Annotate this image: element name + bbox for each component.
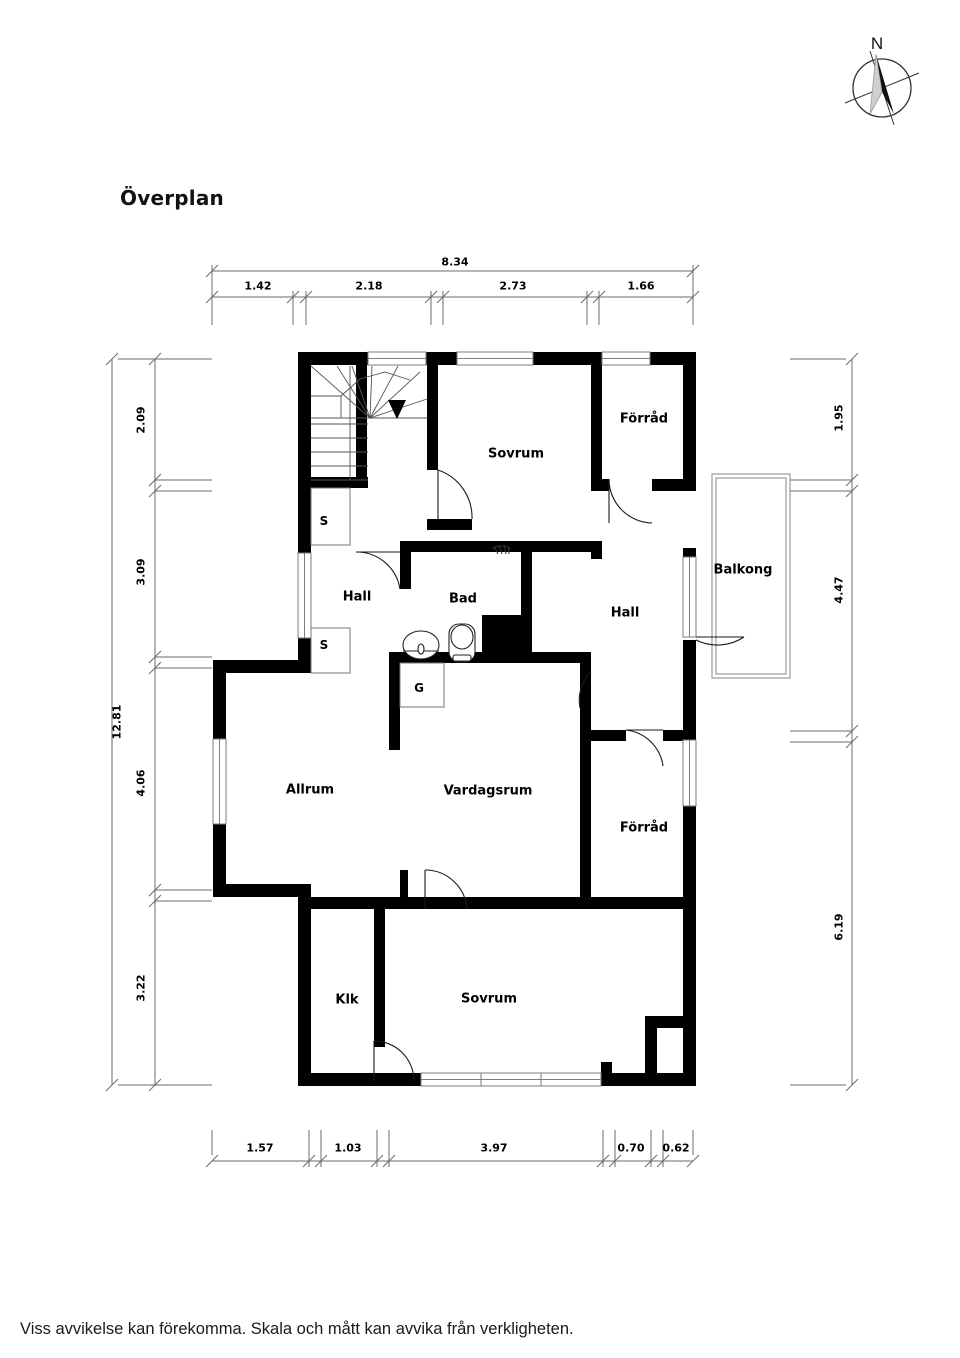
- dim-bottom-seg-3: 3.97: [480, 1141, 508, 1155]
- right-dimension-lines: [790, 352, 859, 1092]
- left-dimension-lines: [105, 352, 212, 1092]
- room-label-stair-closet-lower: S: [319, 638, 329, 652]
- room-label-hall-upper-left: Hall: [342, 589, 372, 605]
- dim-top-seg-1: 1.42: [244, 279, 272, 293]
- room-label-balcony: Balkong: [713, 562, 773, 578]
- balcony-outline: [711, 473, 791, 679]
- door-swings: [355, 469, 745, 1082]
- room-label-family-room: Allrum: [285, 782, 335, 798]
- room-label-bathroom: Bad: [449, 591, 477, 607]
- room-label-hall-right: Hall: [610, 605, 640, 621]
- dim-top-total: 8.34: [441, 255, 469, 269]
- dim-top-seg-2: 2.18: [355, 279, 383, 293]
- dim-bottom-seg-1: 1.57: [246, 1141, 274, 1155]
- dim-top-seg-3: 2.73: [499, 279, 527, 293]
- room-label-living-room: Vardagsrum: [443, 783, 533, 799]
- dim-left-seg-4: 3.22: [134, 974, 148, 1002]
- room-label-stair-closet-upper: S: [319, 514, 329, 528]
- dim-bottom-seg-5: 0.62: [662, 1141, 690, 1155]
- room-label-walk-in-closet: Klk: [335, 992, 359, 1008]
- room-label-bedroom-upper: Sovrum: [488, 446, 544, 462]
- dim-bottom-seg-4: 0.70: [617, 1141, 645, 1155]
- dim-right-seg-1: 1.95: [832, 404, 846, 432]
- dim-left-total: 12.81: [110, 704, 124, 740]
- bottom-dimension-lines: [205, 1130, 700, 1168]
- walls: [213, 352, 696, 1086]
- compass-rose: [844, 50, 920, 126]
- staircase: [310, 365, 428, 481]
- top-dimension-lines: [205, 264, 700, 325]
- dim-top-seg-4: 1.66: [627, 279, 655, 293]
- bathroom-fixtures: [402, 544, 512, 663]
- room-label-storage-lower: Förråd: [619, 820, 669, 836]
- dim-bottom-seg-2: 1.03: [334, 1141, 362, 1155]
- room-label-wardrobe-g: G: [414, 681, 424, 695]
- page-title: Överplan: [120, 186, 224, 210]
- dim-left-seg-3: 4.06: [134, 769, 148, 797]
- dim-right-seg-2: 4.47: [832, 576, 846, 604]
- dim-left-seg-2: 3.09: [134, 558, 148, 586]
- stair-direction-arrow: [388, 400, 406, 419]
- dim-right-seg-3: 6.19: [832, 913, 846, 941]
- room-label-bedroom-lower: Sovrum: [461, 991, 517, 1007]
- disclaimer-text: Viss avvikelse kan förekomma. Skala och …: [20, 1320, 574, 1338]
- room-label-storage-upper: Förråd: [619, 411, 669, 427]
- closet-outlines: [310, 487, 445, 708]
- windows: [212, 351, 697, 1087]
- dim-left-seg-1: 2.09: [134, 406, 148, 434]
- compass-north-label: N: [870, 34, 884, 53]
